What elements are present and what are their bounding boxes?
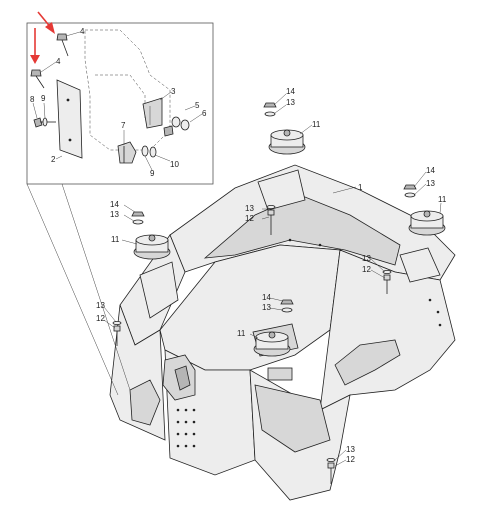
- callout-label: 7: [121, 121, 126, 130]
- callout-label: 13: [362, 254, 371, 263]
- bolt-left: [112, 320, 122, 346]
- callout-label: 5: [195, 101, 200, 110]
- bolt-right: [382, 269, 392, 294]
- callout-label: 13: [262, 303, 271, 312]
- callout-label: 2: [51, 155, 56, 164]
- highlight-arrows: [30, 11, 55, 64]
- callout-label: 9: [150, 169, 155, 178]
- frame-holes: [176, 238, 442, 448]
- main-callout-labels: 14 13 11 1 14 13 11 13 12 14 13 11 13 12…: [96, 87, 447, 464]
- callout-label: 13: [346, 445, 355, 454]
- main-frame-assembly: [109, 164, 456, 501]
- inset-callout-labels: 4 4 8 9 2 3 5 6 7 9 10: [30, 27, 207, 178]
- callout-label: 1: [358, 183, 363, 192]
- red-arrow-diagonal: [37, 11, 55, 34]
- callout-label: 3: [171, 87, 176, 96]
- bolt-upper: [266, 204, 276, 235]
- callout-label: 14: [286, 87, 295, 96]
- engine-mount-top: [268, 129, 306, 155]
- callout-label: 11: [312, 120, 321, 129]
- callout-label: 12: [245, 214, 254, 223]
- engine-mounts: [133, 129, 446, 357]
- callout-label: 11: [111, 235, 120, 244]
- callout-label: 8: [30, 95, 35, 104]
- callout-label: 12: [362, 265, 371, 274]
- callout-label: 6: [202, 109, 207, 118]
- callout-label: 9: [41, 94, 46, 103]
- callout-label: 14: [262, 293, 271, 302]
- detail-inset: [26, 22, 214, 396]
- callout-label: 12: [346, 455, 355, 464]
- callout-label: 12: [96, 314, 105, 323]
- callout-label: 10: [170, 160, 179, 169]
- fasteners: [112, 102, 417, 484]
- red-arrow-vertical: [30, 28, 40, 64]
- main-leader-lines: [103, 93, 442, 467]
- callout-label: 13: [96, 301, 105, 310]
- engine-mount-left: [133, 234, 171, 260]
- callout-label: 13: [245, 204, 254, 213]
- callout-label: 11: [237, 329, 246, 338]
- engine-mount-right: [408, 210, 446, 236]
- callout-label: 4: [56, 57, 61, 66]
- callout-label: 14: [426, 166, 435, 175]
- callout-label: 4: [80, 27, 85, 36]
- callout-label: 13: [426, 179, 435, 188]
- callout-label: 11: [438, 195, 447, 204]
- engine-mount-center: [253, 331, 291, 357]
- callout-label: 14: [110, 200, 119, 209]
- callout-label: 13: [286, 98, 295, 107]
- callout-label: 13: [110, 210, 119, 219]
